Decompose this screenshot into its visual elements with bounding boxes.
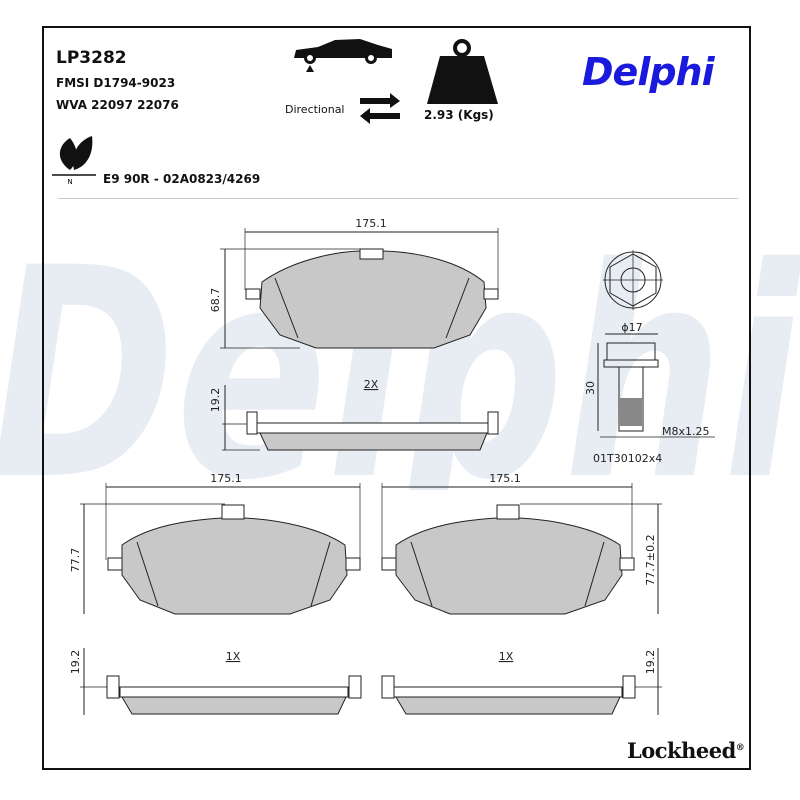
bottom-left-pad-side-view: 1X 19.2 xyxy=(69,648,362,715)
direction-label: Directional xyxy=(285,103,345,116)
svg-text:ϕ17: ϕ17 xyxy=(621,321,642,334)
svg-text:175.1: 175.1 xyxy=(489,472,521,485)
wva-code: WVA 22097 22076 xyxy=(56,98,179,112)
svg-text:77.7±0.2: 77.7±0.2 xyxy=(644,534,657,585)
car-front-axle-icon xyxy=(294,39,392,72)
bottom-left-pad-front-view: 175.1 77.7 xyxy=(69,472,361,615)
bottom-right-pad-front-view: 175.1 77.7±0.2 xyxy=(381,472,662,615)
swap-arrows-icon xyxy=(360,93,400,124)
svg-text:68.7: 68.7 xyxy=(209,288,222,313)
svg-text:N: N xyxy=(67,178,72,186)
ece-approval: E9 90R - 02A0823/4269 xyxy=(103,172,261,186)
weight-value: 2.93 (Kgs) xyxy=(424,108,494,122)
svg-text:01T30102x4: 01T30102x4 xyxy=(593,452,662,465)
drawing-frame xyxy=(42,26,751,770)
header-divider xyxy=(58,198,738,199)
top-pad-front-view: 175.1 68.7 xyxy=(209,217,499,349)
fmsi-code: FMSI D1794-9023 xyxy=(56,76,176,90)
bottom-right-pad-side-view: 1X 19.2 xyxy=(381,648,662,715)
svg-text:2X: 2X xyxy=(364,378,379,391)
svg-text:30: 30 xyxy=(584,381,597,395)
svg-text:M8x1.25: M8x1.25 xyxy=(662,425,710,438)
bolt-drawing: ϕ17 30 M8x1.25 01T30102x4 xyxy=(584,250,715,465)
svg-text:175.1: 175.1 xyxy=(210,472,242,485)
svg-text:19.2: 19.2 xyxy=(644,650,657,675)
lockheed-logo: Lockheed® xyxy=(627,738,745,763)
svg-text:175.1: 175.1 xyxy=(355,217,387,230)
leaf-icon: N xyxy=(52,136,96,186)
brand-logo: Delphi xyxy=(582,50,715,94)
svg-text:77.7: 77.7 xyxy=(69,548,82,573)
svg-text:1X: 1X xyxy=(499,650,514,663)
svg-text:19.2: 19.2 xyxy=(209,388,222,413)
part-number: LP3282 xyxy=(56,48,127,68)
weight-icon xyxy=(427,39,498,104)
svg-text:1X: 1X xyxy=(226,650,241,663)
svg-text:19.2: 19.2 xyxy=(69,650,82,675)
top-pad-side-view: 2X 19.2 xyxy=(209,378,499,451)
